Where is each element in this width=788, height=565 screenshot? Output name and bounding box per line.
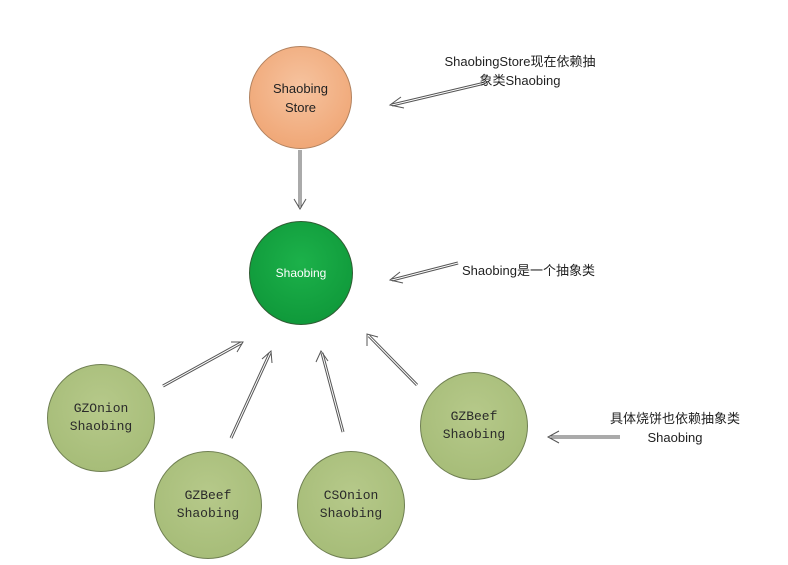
- gz-beef-left-label-line2: Shaobing: [176, 506, 240, 521]
- gz-beef-shaobing-node-right: GZBeef Shaobing: [420, 372, 528, 480]
- shaobing-store-label-line1: Shaobing: [273, 80, 328, 96]
- gz-beef-shaobing-node-left: GZBeef Shaobing: [154, 451, 262, 559]
- abstract-class-note: Shaobing是一个抽象类: [462, 261, 622, 280]
- cs-onion-shaobing-node: CSOnion Shaobing: [297, 451, 405, 559]
- pointer-concrete-note: [546, 430, 620, 444]
- store-dependency-note: ShaobingStore现在依赖抽 象类Shaobing: [420, 52, 620, 90]
- edge-store-to-shaobing: [293, 150, 307, 210]
- store-note-line1: ShaobingStore现在依赖抽: [444, 54, 596, 69]
- shaobing-store-node: Shaobing Store: [249, 46, 352, 149]
- edge-gzbeef-right-to-shaobing: [366, 333, 419, 387]
- shaobing-abstract-label: Shaobing: [275, 265, 327, 280]
- abstract-note-line1: Shaobing是一个抽象类: [462, 263, 595, 278]
- store-note-line2: 象类Shaobing: [479, 73, 561, 88]
- cs-onion-label-line2: Shaobing: [319, 506, 383, 521]
- concrete-note-line2: Shaobing: [647, 430, 703, 445]
- pointer-abstract-note: [388, 261, 459, 284]
- edge-gzbeef-left-to-shaobing: [229, 349, 273, 439]
- gz-onion-label-line2: Shaobing: [69, 419, 133, 434]
- gz-beef-right-label-line1: GZBeef: [450, 409, 498, 424]
- pointer-store-note: [388, 81, 486, 109]
- edge-csonion-to-shaobing: [315, 349, 345, 433]
- gz-onion-label-line1: GZOnion: [73, 401, 129, 416]
- shaobing-abstract-node: Shaobing: [249, 221, 353, 325]
- concrete-dependency-note: 具体烧饼也依赖抽象类 Shaobing: [580, 409, 770, 447]
- gz-beef-right-label-line2: Shaobing: [442, 427, 506, 442]
- concrete-note-line1: 具体烧饼也依赖抽象类: [609, 411, 740, 426]
- edge-gzonion-to-shaobing: [162, 341, 244, 388]
- gz-onion-shaobing-node: GZOnion Shaobing: [47, 364, 155, 472]
- cs-onion-label-line1: CSOnion: [323, 488, 379, 503]
- shaobing-store-label-line2: Store: [284, 99, 317, 115]
- gz-beef-left-label-line1: GZBeef: [184, 488, 232, 503]
